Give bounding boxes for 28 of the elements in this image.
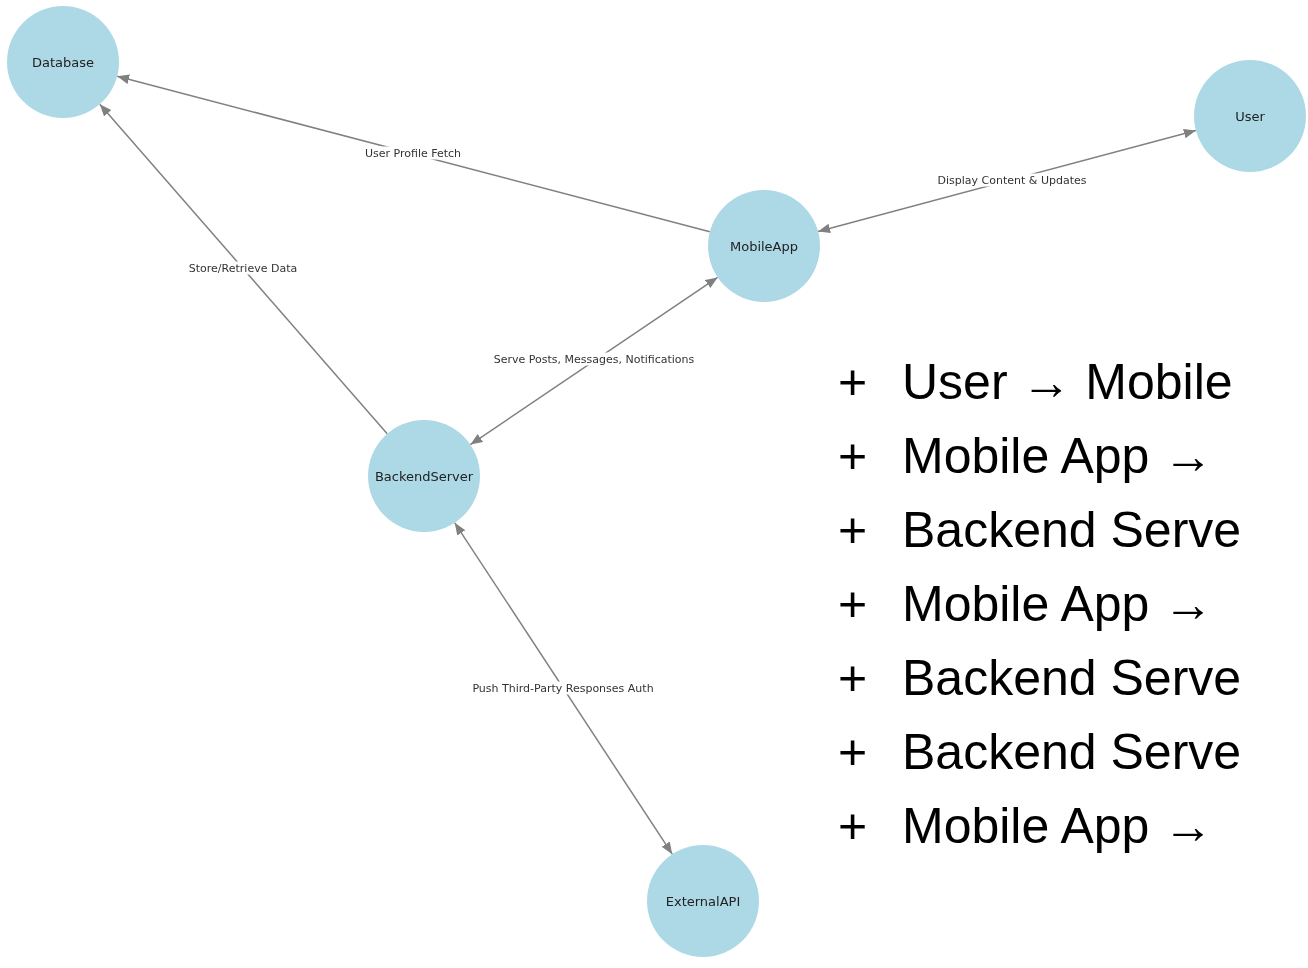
node-label: Database [32,54,94,70]
list-item: Mobile App → [902,797,1215,856]
list-marker: + [838,723,869,782]
list-item: Backend Serve [902,501,1242,560]
node-label: ExternalAPI [665,893,741,909]
list-marker: + [838,353,869,412]
list-marker: + [838,797,869,856]
node-label: User [1235,108,1265,124]
arrow [454,522,673,855]
list-marker: + [838,501,869,560]
edge-label: Push Third-Party Responses Auth [470,681,656,695]
node-label: BackendServer [374,468,474,484]
list-marker: + [838,427,869,486]
list-marker: + [838,649,869,708]
node-label: MobileApp [729,238,798,254]
list-item: User → Mobile [902,353,1234,412]
edge-label: User Profile Fetch [362,146,464,160]
arrow [116,74,711,233]
list-item: Mobile App → [902,575,1215,634]
edge-label: Store/Retrieve Data [186,261,300,275]
list-marker: + [838,575,869,634]
list-item: Mobile App → [902,427,1215,486]
list-item: Backend Serve [902,649,1242,708]
arrow [99,103,388,435]
edge-label: Display Content & Updates [935,173,1089,187]
edge-label: Serve Posts, Messages, Notifications [491,352,697,366]
list-item: Backend Serve [902,723,1242,782]
arrow [469,276,719,446]
